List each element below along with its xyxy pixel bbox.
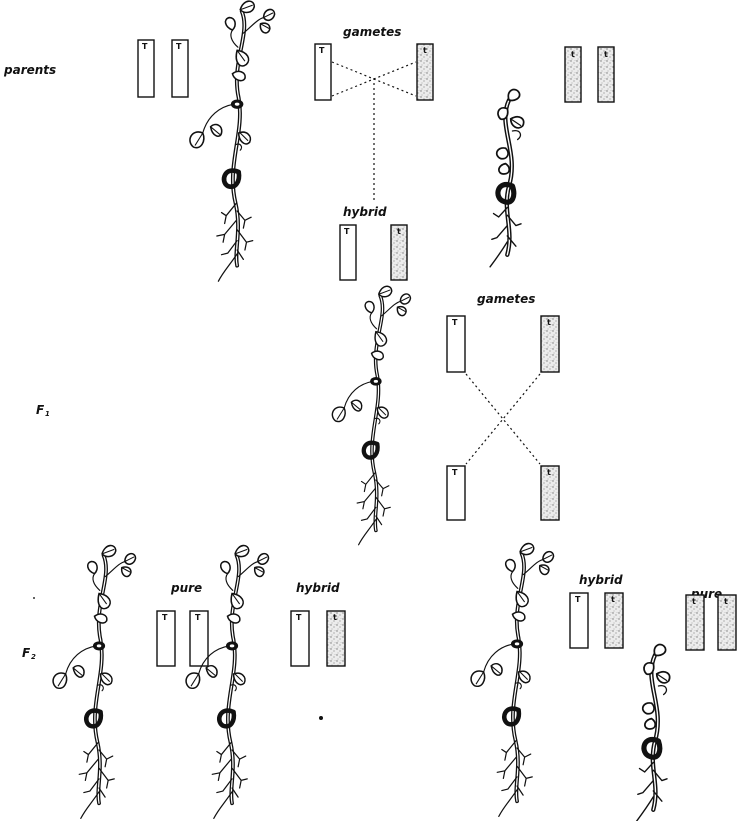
- dwarf-pea-plant-f2-pure: [636, 645, 670, 821]
- label-f1-letter: F: [36, 403, 45, 417]
- gamete-tall: [446, 315, 466, 373]
- allele-label: t: [547, 318, 551, 327]
- label-hybrid-top: hybrid: [343, 205, 387, 219]
- chromosome-dwarf: [597, 46, 615, 103]
- allele-label: t: [611, 595, 615, 604]
- allele-label: t: [397, 227, 401, 236]
- ink-dot: [33, 597, 35, 599]
- allele-label: T: [195, 613, 201, 622]
- chromosome-tall: [137, 39, 155, 98]
- allele-label: t: [604, 50, 608, 59]
- chromosome-tall: [339, 224, 357, 281]
- allele-label: T: [296, 613, 302, 622]
- gamete-dwarf: [416, 43, 434, 101]
- tall-pea-plant-f1: [332, 286, 410, 545]
- tall-pea-plant-parent: [190, 1, 275, 281]
- gametes-top: T t: [314, 43, 434, 101]
- chromosome-dwarf: [604, 592, 624, 649]
- allele-label: T: [162, 613, 168, 622]
- dwarf-pea-plant-parent: [490, 90, 524, 267]
- gamete-dwarf: [540, 315, 560, 373]
- allele-label: t: [547, 468, 551, 477]
- label-f2-letter: F: [22, 646, 31, 660]
- hybrid-chromosome-pair: T t: [339, 224, 408, 281]
- allele-label: T: [344, 227, 350, 236]
- parent-tall-chromosome-pair: T T: [137, 39, 189, 98]
- allele-label: t: [571, 50, 575, 59]
- label-pure-left: pure: [170, 581, 202, 595]
- chromosome-tall: [189, 610, 209, 667]
- label-hybrid-f2-a: hybrid: [296, 581, 340, 595]
- gametes-mid: T t T t: [446, 315, 560, 521]
- chromosome-dwarf: [390, 224, 408, 281]
- allele-label: T: [575, 595, 581, 604]
- chromosome-dwarf: [326, 610, 346, 667]
- chromosome-dwarf: [685, 594, 705, 651]
- parent-dwarf-chromosome-pair: t t: [564, 46, 615, 103]
- gamete-tall: [446, 465, 466, 521]
- tall-pea-plant-f2-hybrid-b: [471, 544, 553, 817]
- label-f2-subscript: 2: [31, 653, 36, 661]
- allele-label: T: [452, 318, 458, 327]
- label-f1-subscript: 1: [45, 410, 50, 418]
- label-hybrid-f2-b: hybrid: [579, 573, 623, 587]
- chromosome-tall: [156, 610, 176, 667]
- chromosome-tall: [290, 610, 310, 667]
- chromosome-dwarf: [717, 594, 737, 651]
- label-gametes-mid: gametes: [477, 292, 535, 306]
- allele-label: T: [142, 42, 148, 51]
- allele-label: t: [423, 46, 427, 55]
- allele-label: T: [319, 46, 325, 55]
- allele-label: T: [176, 42, 182, 51]
- f2-chromosomes: T T T t T t t t: [156, 592, 737, 667]
- label-parents: parents: [3, 63, 56, 77]
- allele-label: t: [333, 613, 337, 622]
- chromosome-tall: [569, 592, 589, 649]
- tall-pea-plant-f2-pure: [53, 546, 135, 819]
- chromosome-dwarf: [564, 46, 582, 103]
- gamete-dwarf: [540, 465, 560, 521]
- label-f1: F 1: [36, 403, 50, 418]
- allele-label: t: [692, 597, 696, 606]
- gamete-cross-mid: [465, 373, 541, 465]
- gamete-cross-top: [331, 61, 417, 200]
- allele-label: t: [724, 597, 728, 606]
- ink-dot: [319, 716, 323, 720]
- allele-label: T: [452, 468, 458, 477]
- chromosome-tall: [171, 39, 189, 98]
- gamete-tall: [314, 43, 332, 101]
- label-f2: F 2: [22, 646, 36, 661]
- label-gametes-top: gametes: [343, 25, 401, 39]
